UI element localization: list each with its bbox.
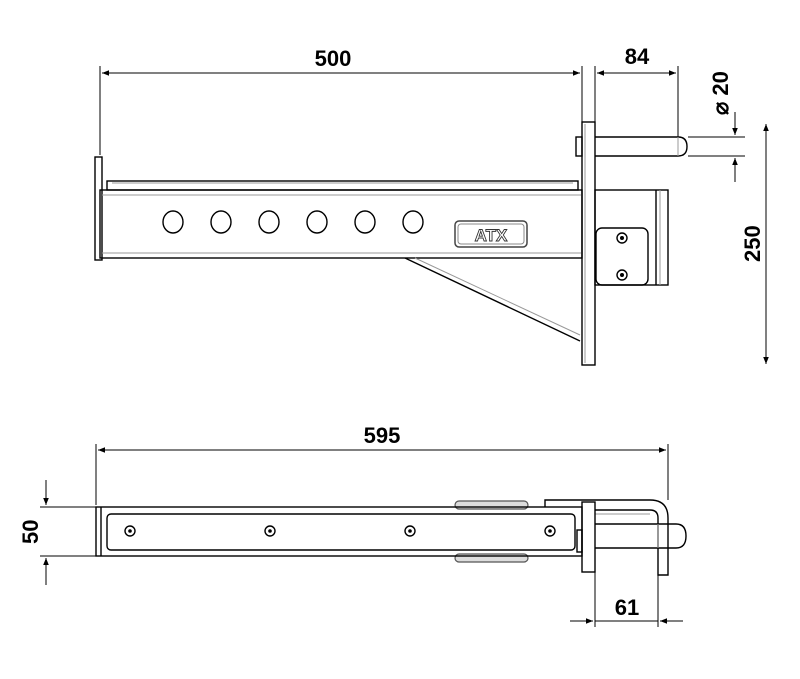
mounting-plate bbox=[581, 121, 596, 366]
atx-logo: ATX bbox=[454, 220, 528, 248]
dimension-label-pin-offset: 84 bbox=[625, 44, 650, 69]
bolts bbox=[124, 525, 556, 537]
dimension-84: 84 bbox=[594, 44, 679, 137]
dimension-61: 61 bbox=[570, 572, 683, 627]
dimension-label-pin-depth: 61 bbox=[615, 595, 639, 620]
dimension-250: 250 bbox=[740, 124, 769, 364]
gusset bbox=[404, 257, 581, 342]
dimension-label-length: 500 bbox=[315, 46, 352, 71]
dimension-label-pin-diameter: ⌀ 20 bbox=[708, 71, 733, 115]
spotter-arm-top bbox=[95, 499, 687, 576]
dimension-diameter-20: ⌀ 20 bbox=[688, 71, 745, 182]
bottom-view: 595 50 61 bbox=[18, 423, 687, 627]
dimension-label-height: 250 bbox=[740, 225, 765, 262]
dimension-595: 595 bbox=[95, 423, 669, 505]
dimension-label-total-length: 595 bbox=[364, 423, 401, 448]
dimension-500: 500 bbox=[99, 46, 583, 155]
dimension-50: 50 bbox=[18, 480, 96, 585]
lock-pin bbox=[575, 136, 688, 157]
back-bracket bbox=[594, 189, 669, 286]
spotter-arm-side: ATX bbox=[94, 121, 688, 366]
adjustment-holes bbox=[162, 210, 424, 234]
top-view: 500 84 ⌀ 20 250 bbox=[94, 44, 769, 366]
dimension-label-width: 50 bbox=[18, 520, 43, 544]
atx-logo-text: ATX bbox=[475, 226, 508, 245]
